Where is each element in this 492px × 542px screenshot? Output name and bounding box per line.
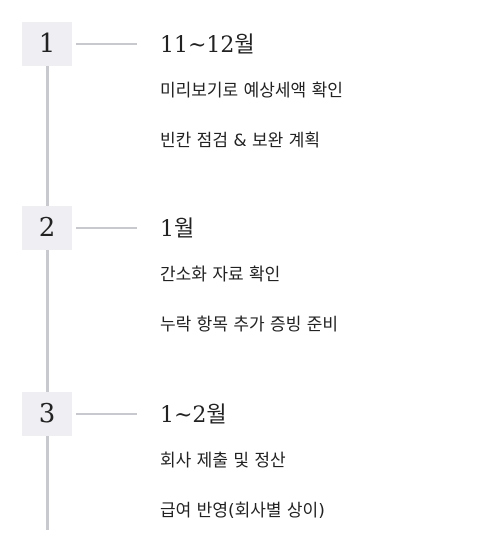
step-1: 1 11~12월 미리보기로 예상세액 확인 빈칸 점검 & 보완 계획	[0, 22, 492, 172]
step-item: 회사 제출 및 정산	[160, 451, 286, 471]
step-item: 누락 항목 추가 증빙 준비	[160, 315, 339, 335]
step-connector-line	[76, 227, 137, 229]
step-item: 미리보기로 예상세액 확인	[160, 81, 343, 101]
step-item: 빈칸 점검 & 보완 계획	[160, 131, 320, 151]
step-title: 1월	[160, 217, 195, 242]
step-3: 3 1~2월 회사 제출 및 정산 급여 반영(회사별 상이)	[0, 392, 492, 542]
step-number-badge: 3	[22, 392, 72, 436]
step-number-badge: 1	[22, 22, 72, 66]
step-item: 간소화 자료 확인	[160, 265, 281, 285]
step-title: 1~2월	[160, 403, 227, 428]
step-connector-line	[76, 43, 137, 45]
timeline-rail	[46, 44, 49, 530]
step-connector-line	[76, 413, 137, 415]
step-item: 급여 반영(회사별 상이)	[160, 501, 325, 521]
step-number-badge: 2	[22, 206, 72, 250]
step-2: 2 1월 간소화 자료 확인 누락 항목 추가 증빙 준비	[0, 206, 492, 356]
step-title: 11~12월	[160, 33, 255, 58]
